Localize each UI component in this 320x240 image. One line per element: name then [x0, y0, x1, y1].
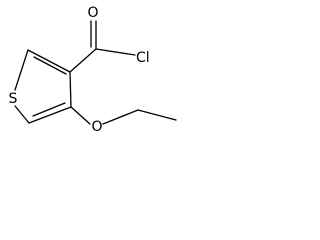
bond-c5-s	[14, 105, 30, 124]
atom-label-carbonyl-oxygen: O	[87, 5, 98, 21]
atom-label-sulfur: S	[9, 91, 18, 107]
bond-c4-c5	[28, 106, 72, 124]
acyl-chloride-group	[69, 20, 136, 73]
bond-c3-carbonyl	[69, 48, 97, 73]
atom-label-chlorine: Cl	[136, 50, 150, 66]
bond-s-c2	[14, 49, 29, 91]
thiophene-ring	[14, 49, 72, 124]
bond-carbonyl-cl	[95, 48, 136, 56]
bond-c3-c4	[69, 71, 72, 108]
bond-c4-o	[70, 106, 91, 125]
chemical-structure-diagram: O Cl S O	[9, 5, 177, 135]
bond-ch2-ch3	[137, 109, 177, 121]
bond-c2-c3	[27, 49, 71, 73]
ethoxy-group	[70, 106, 177, 125]
bond-c2-c3-double	[33, 56, 67, 75]
bond-c4-c5-double	[32, 102, 66, 117]
atom-label-ether-oxygen: O	[91, 119, 102, 135]
bond-o-ch2	[102, 109, 139, 125]
